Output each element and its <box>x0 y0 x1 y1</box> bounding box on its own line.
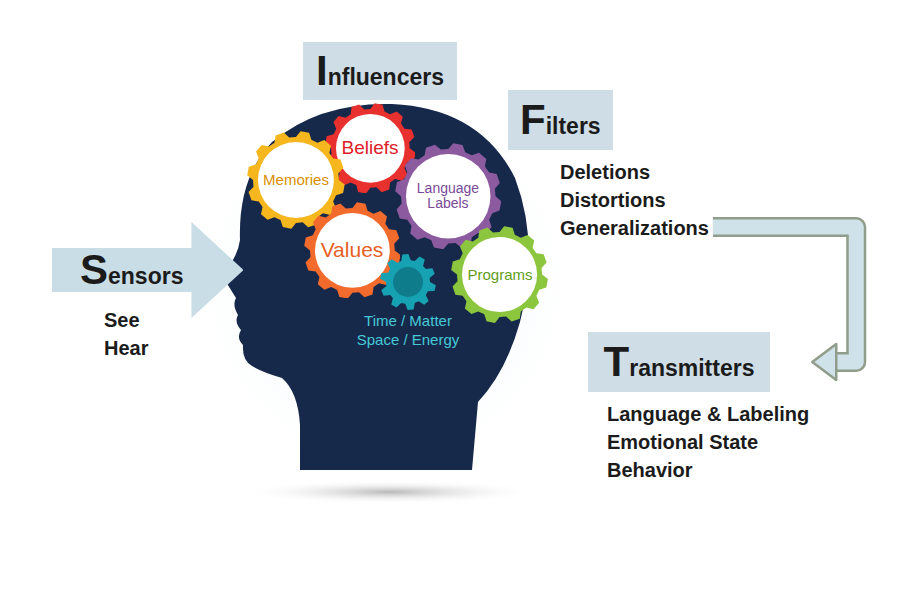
gear-label: Beliefs <box>341 138 398 159</box>
gear-label: Values <box>321 238 384 261</box>
gear-teeth <box>380 254 436 310</box>
gear-caption: Time / Matter Space / Energy <box>352 312 464 350</box>
heading-text: Transmitters <box>604 341 755 383</box>
list-item: Emotional State <box>607 428 809 456</box>
gear-teeth <box>304 202 400 298</box>
heading-box: Influencers <box>303 42 457 100</box>
gear-teeth <box>452 227 549 324</box>
heading-box-ground: Filters <box>508 90 613 150</box>
gear-hub <box>315 213 390 288</box>
gear-icon <box>380 254 436 310</box>
gear-label: Programs <box>467 267 532 284</box>
gear-label: Memories <box>263 172 329 189</box>
heading-text: Filters <box>520 99 601 141</box>
list-item: Hear <box>104 334 243 362</box>
list-item: Language & Labeling <box>607 400 809 428</box>
filter-group: FiltersDeletionsDistortionsGeneralizatio… <box>508 90 709 242</box>
gear-hub <box>393 267 423 297</box>
gear-hub <box>406 154 490 238</box>
arrow-body <box>52 222 243 318</box>
heading-box-ground: Transmitters <box>588 332 770 392</box>
gear-hub <box>258 142 334 218</box>
gear: Programs <box>451 226 548 323</box>
item-list: DeletionsDistortionsGeneralizations <box>560 158 709 242</box>
list-item: Generalizations <box>560 214 709 242</box>
arrow-label-area: Sensors <box>52 222 243 318</box>
arrow-head <box>812 344 836 380</box>
list-item: See <box>104 306 243 334</box>
list-item: Deletions <box>560 158 709 186</box>
gear: Time / Matter Space / Energy <box>352 254 464 350</box>
gear-label: Language Labels <box>413 181 483 212</box>
heading-box-ground: Influencers <box>303 42 457 100</box>
gear-hub <box>462 237 537 312</box>
list-item: Behavior <box>607 456 809 484</box>
heading-text: Influencers <box>316 50 444 92</box>
gear: Values <box>304 202 401 299</box>
head-shadow <box>240 480 540 504</box>
input-arrow: SensorsSeeHear <box>52 222 243 362</box>
heading-text: Sensors <box>80 249 183 291</box>
gear-hub <box>336 114 405 183</box>
item-list: SeeHear <box>104 306 243 362</box>
item-list: Language & LabelingEmotional StateBehavi… <box>607 400 809 484</box>
list-item: Distortions <box>560 186 709 214</box>
transmitter-group: TransmittersLanguage & LabelingEmotional… <box>588 332 809 484</box>
